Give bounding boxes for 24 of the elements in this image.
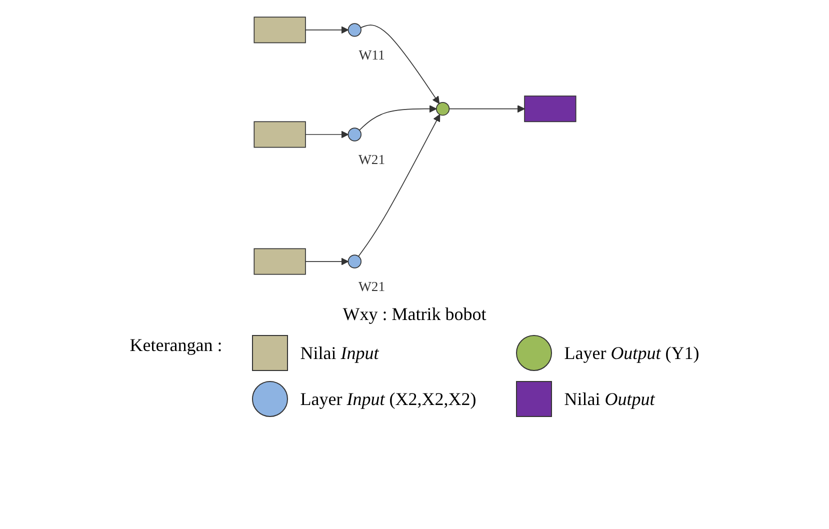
note-text: Wxy : Matrik bobot xyxy=(342,304,486,325)
arrow xyxy=(304,258,348,266)
arrow xyxy=(358,114,440,257)
legend-text: Layer Input (X2,X2,X2) xyxy=(300,388,476,410)
node-label: W21 xyxy=(358,280,385,294)
node-circle xyxy=(347,254,361,268)
legend-text: Layer Output (Y1) xyxy=(564,342,700,364)
legend-text: Nilai Output xyxy=(564,388,655,410)
arrow xyxy=(304,130,348,138)
node-box xyxy=(524,96,576,122)
arrow xyxy=(358,105,436,131)
node-box xyxy=(253,16,306,44)
node-label: W11 xyxy=(358,48,384,63)
arrow xyxy=(304,26,348,34)
arrow xyxy=(448,105,524,113)
node-circle xyxy=(347,23,361,37)
arrow xyxy=(360,24,440,104)
legend-text: Nilai Input xyxy=(300,342,379,364)
node-box xyxy=(253,121,306,148)
node-circle xyxy=(347,128,361,142)
legend-heading: Keterangan : xyxy=(130,335,222,355)
node-label: W21 xyxy=(358,152,385,168)
node-box xyxy=(253,248,306,275)
node-circle xyxy=(435,102,450,116)
